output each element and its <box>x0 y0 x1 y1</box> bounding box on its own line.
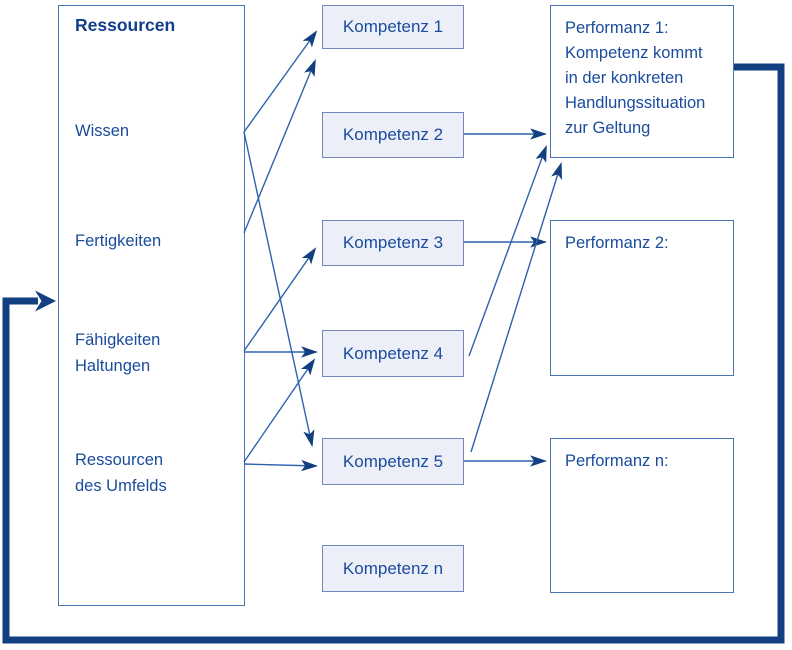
arrow-faehigkeiten-to-kompetenz3 <box>243 247 317 352</box>
kompetenz-3-box: Kompetenz 3 <box>322 220 464 266</box>
performanz-2-title: Performanz 2: <box>565 234 669 252</box>
arrow-fertigkeiten-to-kompetenz1 <box>243 59 316 234</box>
ressourcen-box: Ressourcen Wissen Fertigkeiten Fähigkeit… <box>58 5 245 606</box>
performanz-1-body: Kompetenz kommt in der konkreten Handlun… <box>565 44 706 137</box>
ressourcen-item-wissen: Wissen <box>75 122 130 140</box>
arrow-umfeld-to-kompetenz4 <box>243 358 316 463</box>
performanz-1-box: Performanz 1: Kompetenz kommt in der kon… <box>550 5 734 158</box>
arrow-kompetenz4-to-performanz1 <box>468 145 547 357</box>
kompetenz-4-label: Kompetenz 4 <box>342 343 444 363</box>
kompetenz-1-label: Kompetenz 1 <box>342 17 444 36</box>
kompetenz-2-box: Kompetenz 2 <box>322 112 464 158</box>
kompetenz-1-box: Kompetenz 1 <box>322 5 464 49</box>
kompetenz-3-label: Kompetenz 3 <box>342 233 444 252</box>
performanz-2-box: Performanz 2: <box>550 220 734 376</box>
ressourcen-title: Ressourcen <box>75 15 176 35</box>
performanz-n-title: Performanz n: <box>565 452 669 470</box>
kompetenz-4-box: Kompetenz 4 <box>322 330 464 377</box>
kompetenz-n-label: Kompetenz n <box>342 558 444 578</box>
ressourcen-item-faehigkeiten-haltungen: Fähigkeiten Haltungen <box>75 331 161 375</box>
arrow-wissen-to-kompetenz1 <box>243 30 318 133</box>
arrow-wissen-to-kompetenz5 <box>243 131 315 448</box>
ressourcen-item-fertigkeiten: Fertigkeiten <box>75 232 162 250</box>
kompetenz-2-label: Kompetenz 2 <box>342 125 444 144</box>
kompetenz-5-label: Kompetenz 5 <box>342 451 444 471</box>
performanz-1-title: Performanz 1: <box>565 19 669 37</box>
performanz-n-box: Performanz n: <box>550 438 734 593</box>
kompetenz-n-box: Kompetenz n <box>322 545 464 592</box>
arrow-umfeld-to-kompetenz5 <box>243 459 319 472</box>
kompetenz-5-box: Kompetenz 5 <box>322 438 464 485</box>
ressourcen-item-ressourcen-des-umfelds: Ressourcen des Umfelds <box>75 451 167 495</box>
feedback-loop-arrowhead <box>35 290 56 312</box>
arrow-kompetenz5-to-performanz1 <box>470 161 562 453</box>
